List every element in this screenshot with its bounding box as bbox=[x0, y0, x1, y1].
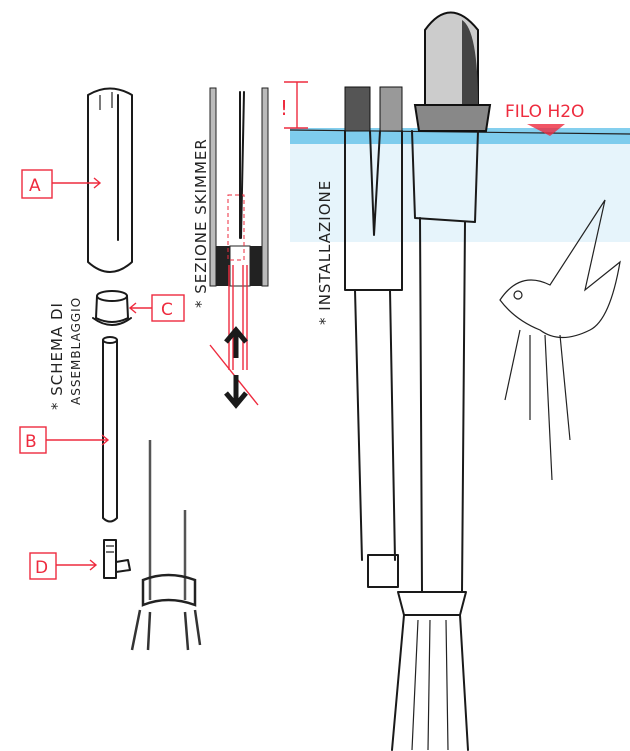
skimmer-section bbox=[209, 87, 269, 409]
part-a-tube bbox=[87, 87, 133, 273]
installation-left-tube bbox=[344, 86, 403, 588]
assembly-note-line1: * SCHEMA DI bbox=[48, 302, 66, 410]
part-d-fitting bbox=[103, 539, 131, 579]
water-level-triangle-icon bbox=[527, 124, 565, 136]
label-a-text: A bbox=[29, 176, 41, 196]
label-d-text: D bbox=[35, 558, 48, 578]
section-note: * SEZIONE SKIMMER bbox=[192, 138, 210, 308]
down-arrow-icon bbox=[224, 375, 248, 409]
water bbox=[289, 128, 630, 242]
label-b-text: B bbox=[25, 432, 37, 452]
partial-skimmer bbox=[130, 440, 202, 651]
installation-note: * INSTALLAZIONE bbox=[316, 180, 334, 325]
label-c: C bbox=[128, 294, 185, 322]
installation-main-skimmer bbox=[391, 11, 492, 751]
angelfish bbox=[499, 199, 621, 481]
part-c-ring bbox=[92, 290, 132, 326]
water-level-label: FILO H2O bbox=[505, 102, 584, 122]
label-d: D bbox=[29, 552, 98, 580]
label-b: B bbox=[19, 426, 110, 454]
part-b-tube bbox=[102, 336, 118, 523]
label-a: A bbox=[21, 169, 102, 199]
label-c-text: C bbox=[161, 300, 173, 320]
assembly-note-line2: ASSEMBLAGGIO bbox=[69, 297, 83, 405]
water-level-marker: ! FILO H2O bbox=[280, 81, 584, 136]
warning-mark: ! bbox=[280, 96, 288, 120]
up-arrow-icon bbox=[224, 326, 248, 358]
